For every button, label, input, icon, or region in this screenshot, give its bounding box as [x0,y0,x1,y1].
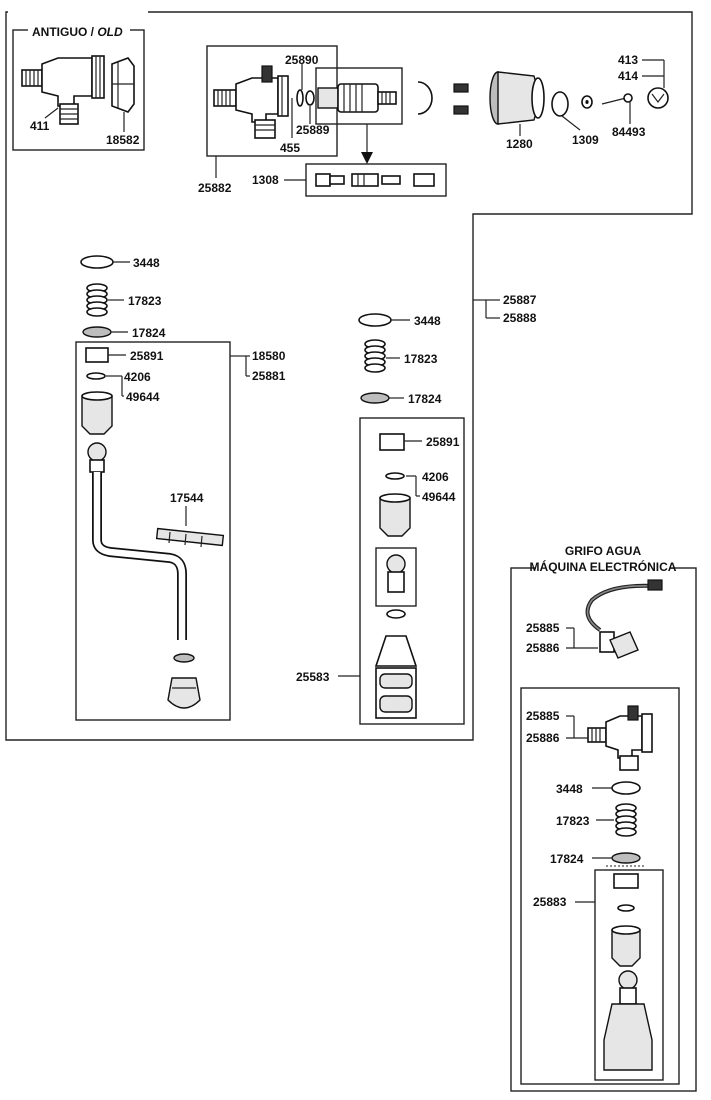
label-1308: 1308 [252,173,279,187]
label-25882: 25882 [198,181,232,195]
label-25887: 25887 [503,293,537,307]
label-25881: 25881 [252,369,286,383]
label-84493: 84493 [612,125,646,139]
handle-1280 [489,71,545,125]
label-ri-17823: 17823 [556,814,590,828]
top-valve-assembly: 25890 25889 455 25882 1280 1309 84493 41… [198,45,669,195]
label-1309: 1309 [572,133,599,147]
label-mid-49644: 49644 [422,490,456,504]
spring-mid [364,339,386,373]
label-mid-25891: 25891 [426,435,460,449]
middle-column: 3448 17823 17824 25891 4206 49644 [296,313,465,725]
left-column: 3448 17823 17824 25891 4206 49644 18580 … [75,255,286,721]
label-mid-4206: 4206 [422,470,449,484]
label-17544: 17544 [170,491,204,505]
label-18582: 18582 [106,133,140,147]
label-25888: 25888 [503,311,537,325]
parts-row-1308: 1308 [252,163,447,197]
pin-17544 [155,527,225,548]
nozzle-mid [374,635,418,719]
old-panel-title: ANTIGUO / OLD [32,25,123,39]
filter-left [81,391,113,435]
spring-left [86,283,108,317]
label-left-49644: 49644 [126,390,160,404]
bracket-25887: 25887 25888 [473,293,537,325]
label-25889: 25889 [296,123,330,137]
main-frame [5,11,693,741]
label-left-25891: 25891 [130,349,164,363]
electronic-panel: GRIFO AGUA MÁQUINA ELECTRÓNICA 25885 258… [510,542,697,1092]
label-ri-25885: 25885 [526,709,560,723]
filter-right [611,925,641,967]
nozzle-left [167,677,201,709]
screws [453,83,469,115]
label-455: 455 [280,141,300,155]
label-el-25885: 25885 [526,621,560,635]
old-nut [111,57,135,113]
cap-413-414 [647,87,669,109]
old-panel: ANTIGUO / OLD 411 18582 [12,22,145,151]
solenoid-cable [585,579,663,659]
label-18580: 18580 [252,349,286,363]
label-left-3448: 3448 [133,256,160,270]
label-mid-17824: 17824 [408,392,442,406]
valve-body-electronic [587,705,653,771]
label-mid-3448: 3448 [414,314,441,328]
spring-right [615,803,637,837]
label-left-17823: 17823 [128,294,162,308]
label-ri-25883: 25883 [533,895,567,909]
label-25890: 25890 [285,53,319,67]
label-left-4206: 4206 [124,370,151,384]
label-ri-25886: 25886 [526,731,560,745]
label-mid-17823: 17823 [404,352,438,366]
spout-tube [87,442,187,640]
cartridge [317,83,397,113]
label-1280: 1280 [506,137,533,151]
old-valve-body [21,55,105,125]
label-ri-3448: 3448 [556,782,583,796]
label-el-25886: 25886 [526,641,560,655]
valve-body-25882 [213,65,289,139]
label-left-17824: 17824 [132,326,166,340]
label-413: 413 [618,53,638,67]
label-414: 414 [618,69,638,83]
nozzle-right [603,970,653,1071]
filter-mid [379,493,411,537]
electronic-title-line1: GRIFO AGUA [565,544,642,558]
label-411: 411 [30,119,50,133]
label-ri-17824: 17824 [550,852,584,866]
label-25583: 25583 [296,670,330,684]
electronic-title-line2: MÁQUINA ELECTRÓNICA [530,559,677,574]
